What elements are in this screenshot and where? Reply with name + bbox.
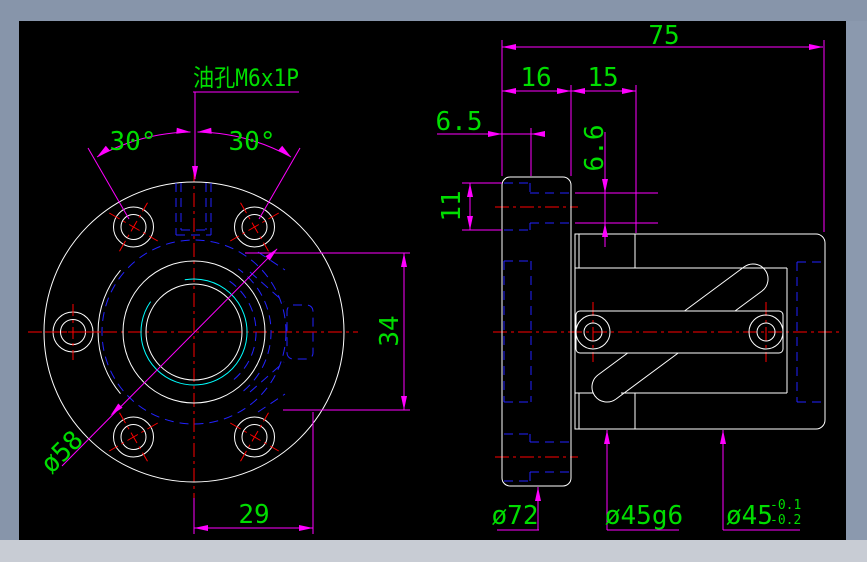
dim-15: 15 [587, 63, 618, 93]
front-hidden-lines [101, 183, 314, 425]
dim-29: 29 [238, 500, 269, 530]
side-centerlines [493, 206, 840, 458]
dim-45-tol-upper: -0.1 [770, 498, 801, 513]
frame-bottom [0, 540, 867, 562]
frame-left [0, 21, 19, 540]
dim-16: 16 [520, 63, 551, 93]
dim-30-right: 30° [229, 127, 276, 157]
thread-arc [140, 278, 248, 386]
dim-45-tol-lower: -0.2 [770, 513, 801, 528]
dim-34: 34 [375, 315, 405, 346]
dim-6-5: 6.5 [436, 107, 483, 137]
front-outline-circles [43, 181, 345, 483]
dim-45g6: ø45g6 [605, 501, 683, 531]
side-hidden-lines [503, 182, 826, 482]
dim-45: ø45 [726, 501, 773, 531]
dim-6-6: 6.6 [580, 125, 610, 172]
oil-hole-label: 油孔M6x1P [193, 64, 299, 92]
frame-right [846, 21, 867, 540]
dimension-arrows [97, 44, 823, 531]
bolt-holes [45, 202, 279, 462]
dim-11: 11 [437, 190, 467, 221]
dim-75: 75 [648, 21, 679, 51]
dim-30-left: 30° [110, 127, 157, 157]
frame-top [0, 0, 867, 21]
front-centerlines [28, 168, 358, 498]
side-outline [501, 176, 826, 487]
front-view [28, 168, 358, 498]
dim-72: ø72 [492, 501, 539, 531]
side-view [493, 176, 840, 487]
